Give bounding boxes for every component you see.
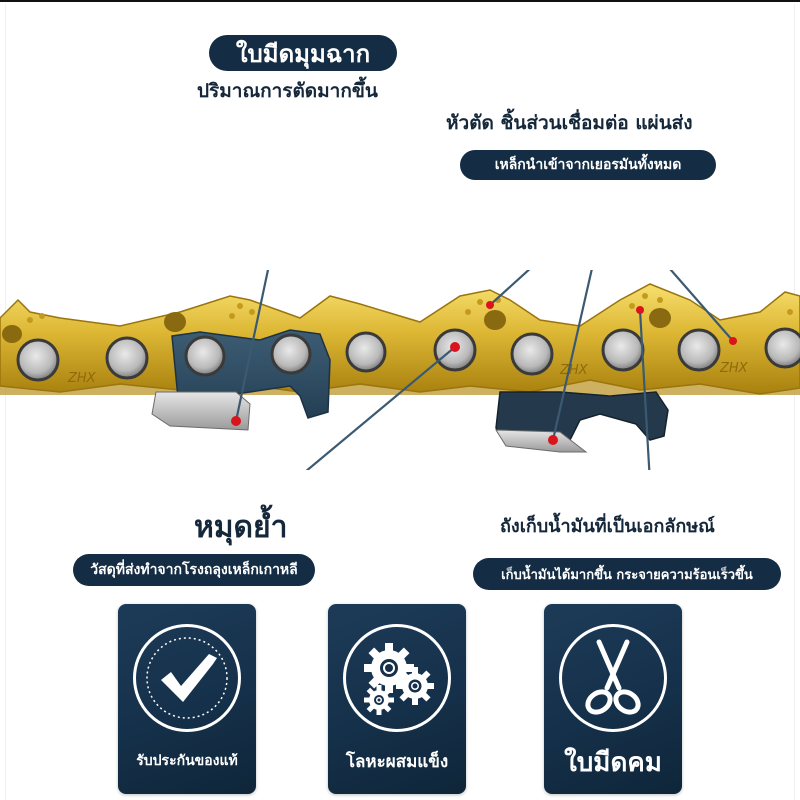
feature-label: รับประกันของแท้ (136, 753, 238, 769)
parts-subtitle: เหล็กนำเข้าจากเยอรมันทั้งหมด (494, 157, 682, 173)
feature-card-genuine-guarantee: รับประกันของแท้ (118, 604, 256, 794)
oil-tank-subtitle-pill: เก็บน้ำมันได้มากขึ้น กระจายความร้อนเร็วข… (473, 558, 781, 590)
parts-title: หัวตัด ชิ้นส่วนเชื่อมต่อ แผ่นส่ง (446, 112, 693, 134)
feature-card-hard-alloy: โลหะผสมแข็ง (328, 604, 466, 794)
feature-label: โลหะผสมแข็ง (345, 752, 449, 772)
blade-subtitle: ปริมาณการตัดมากขึ้น (197, 80, 378, 102)
top-border (0, 0, 800, 2)
oil-tank-subtitle: เก็บน้ำมันได้มากขึ้น กระจายความร้อนเร็วข… (501, 567, 753, 583)
svg-text:ZHX: ZHX (559, 363, 589, 378)
rivet-subtitle-pill: วัสดุที่ส่งทำจากโรงถลุงเหล็กเกาหลี (73, 554, 315, 586)
blade-title: ใบมีดมุมฉาก (235, 39, 371, 68)
feature-card-sharp-blade: ใบมีดคม (544, 604, 682, 794)
scissors-icon (559, 624, 667, 732)
saw-chain-illustration: ZHX ZHX ZHX (0, 270, 800, 470)
svg-text:ZHX: ZHX (719, 361, 749, 376)
rivet-subtitle: วัสดุที่ส่งทำจากโรงถลุงเหล็กเกาหลี (90, 562, 298, 578)
feature-label: ใบมีดคม (564, 748, 662, 778)
parts-subtitle-pill: เหล็กนำเข้าจากเยอรมันทั้งหมด (460, 150, 716, 180)
svg-text:ZHX: ZHX (67, 371, 97, 386)
oil-tank-title: ถังเก็บน้ำมันที่เป็นเอกลักษณ์ (500, 516, 715, 537)
checkmark-badge-icon (133, 624, 241, 732)
gears-icon (343, 624, 451, 732)
rivet-title: หมุดย้ำ (194, 510, 288, 545)
left-border (5, 4, 6, 800)
right-border (794, 4, 795, 800)
blade-title-pill: ใบมีดมุมฉาก (209, 35, 397, 71)
